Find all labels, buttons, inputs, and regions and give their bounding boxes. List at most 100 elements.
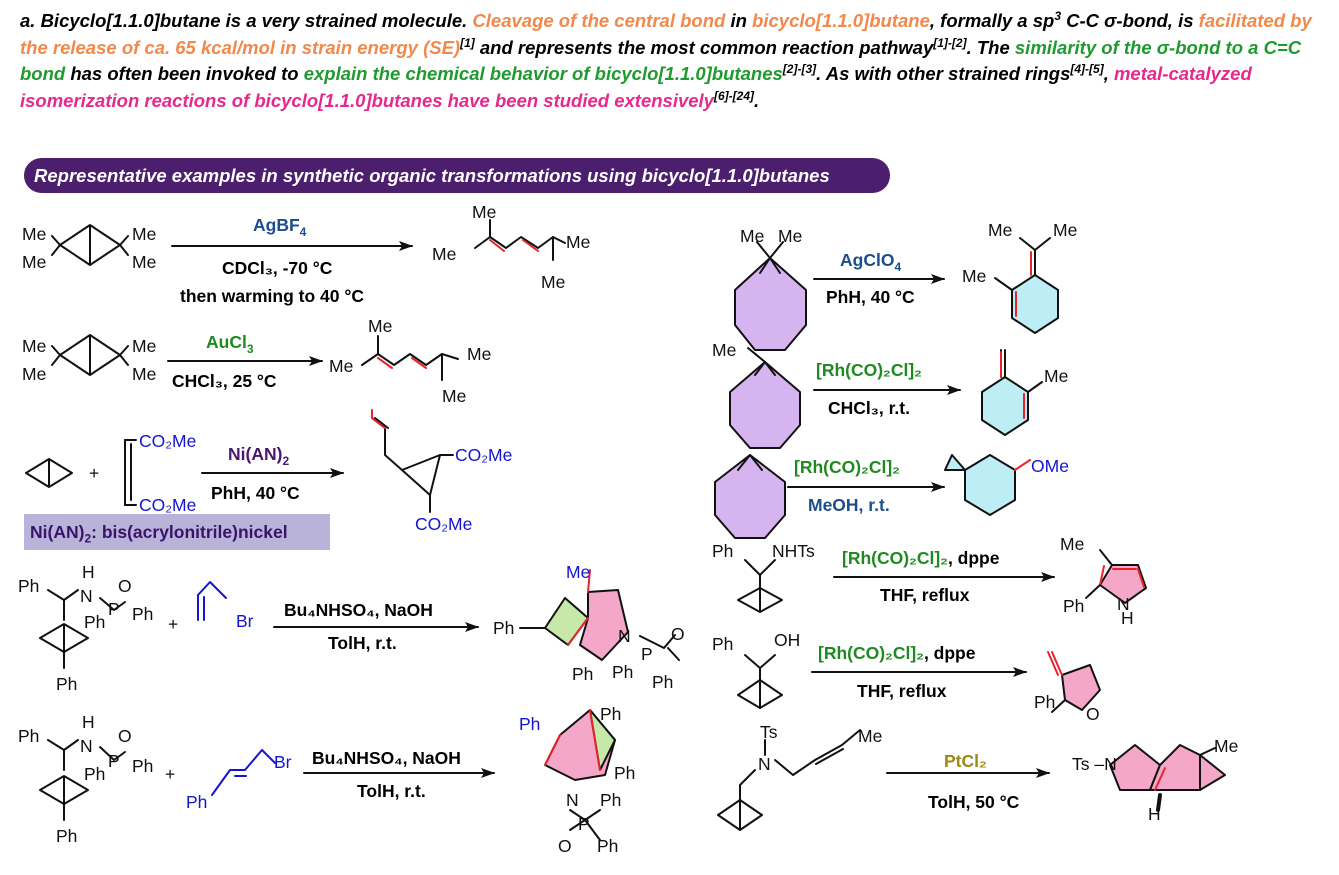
r10-product-dihydrofuran <box>1047 651 1101 713</box>
r6-product-cyclohexene <box>994 237 1059 334</box>
r3-co2me-label: CO₂Me <box>139 431 196 451</box>
section-banner: Representative examples in synthetic org… <box>24 158 890 193</box>
r4-ph-label: Ph <box>18 576 39 596</box>
r4-br-label: Br <box>236 611 254 631</box>
r5-product-ph-label: Ph <box>600 790 621 810</box>
r11-substrate <box>717 729 861 831</box>
r3-co2me-label: CO₂Me <box>139 495 196 515</box>
r5-product-ph-label: Ph <box>600 704 621 724</box>
intro-paragraph: a. Bicyclo[1.1.0]butane is a very strain… <box>20 8 1325 114</box>
note-abbr: Ni(AN) <box>30 522 85 542</box>
r11-product-me-label: Me <box>1214 736 1238 756</box>
intro-citation: 3 <box>1054 8 1061 23</box>
r11-product-tsn-label: Ts –N <box>1072 754 1117 774</box>
r10-product-o-label: O <box>1086 704 1100 724</box>
r5-cinnamyl-bromide <box>211 749 276 796</box>
intro-segment: , formally a sp <box>929 10 1055 31</box>
r10-condition: THF, reflux <box>857 681 947 701</box>
r8-product-ome-label: OMe <box>1031 456 1069 476</box>
r5-ph-label: Ph <box>84 764 105 784</box>
r2-product-me-label: Me <box>368 316 392 336</box>
r8-substrate-tricycle <box>714 454 786 539</box>
r4-product-spirocycle <box>519 569 680 661</box>
r1-me-label: Me <box>132 224 156 244</box>
r4-allyl-bromide <box>197 581 227 621</box>
r4-o-label: O <box>118 576 132 596</box>
r7-product-me-label: Me <box>1044 366 1068 386</box>
r4-product-ph-label: Ph <box>612 662 633 682</box>
r4-product-ph-label: Ph <box>652 672 673 692</box>
r5-product-o-label: O <box>558 836 572 856</box>
r9-nhts-label: NHTs <box>772 541 815 561</box>
r3-product-co2me-label: CO₂Me <box>415 514 472 534</box>
r5-ph-label: Ph <box>56 826 77 846</box>
r9-product-h-label: H <box>1121 608 1134 628</box>
r1-product-me-label: Me <box>541 272 565 292</box>
r9-ph-label: Ph <box>712 541 733 561</box>
r4-ph-label: Ph <box>84 612 105 632</box>
r5-ph-label: Ph <box>18 726 39 746</box>
r1-condition-2: then warming to 40 °C <box>180 286 364 306</box>
r2-reagent: AuCl3 <box>206 332 254 356</box>
r6-product-me-label: Me <box>988 220 1012 240</box>
r10-product-ph-label: Ph <box>1034 692 1055 712</box>
r5-plus: + <box>165 764 175 784</box>
r1-me-label: Me <box>22 252 46 272</box>
r8-product <box>944 454 1031 516</box>
atom-labels: Me Me Me Me Me Me Me Me Me Me Me Me Me M… <box>18 202 1238 856</box>
r5-product-p-label: P <box>578 814 590 834</box>
r5-ph-label: Ph <box>186 792 207 812</box>
r11-product-tricycle <box>1109 744 1226 812</box>
r9-product-me-label: Me <box>1060 534 1084 554</box>
intro-segment: . <box>754 89 760 111</box>
r1-me-label: Me <box>132 252 156 272</box>
r1-product-me-label: Me <box>472 202 496 222</box>
r6-product-me-label: Me <box>1053 220 1077 240</box>
r3-plus: + <box>89 463 99 483</box>
r3-substrate-bicyclobutane <box>25 458 73 488</box>
r7-me-label: Me <box>712 340 736 360</box>
r1-product-me-label: Me <box>566 232 590 252</box>
r3-substrate-maleate <box>124 439 137 506</box>
r2-substrate-bicyclobutane <box>51 334 129 376</box>
note-abbr-sub: 2 <box>84 531 92 546</box>
r8-reagent: [Rh(CO)₂Cl]₂ <box>794 457 900 477</box>
intro-segment: C-C σ-bond, is <box>1061 10 1199 31</box>
r4-condition: TolH, r.t. <box>328 633 397 653</box>
r9-condition: THF, reflux <box>880 585 970 605</box>
r10-reagent: [Rh(CO)₂Cl]₂, dppe <box>818 643 976 663</box>
r7-reagent: [Rh(CO)₂Cl]₂ <box>816 360 922 380</box>
r1-product-me-label: Me <box>432 244 456 264</box>
intro-segment: a. Bicyclo[1.1.0]butane is a very strain… <box>20 10 473 31</box>
intro-segment: . The <box>966 36 1015 58</box>
r4-product-ph-label: Ph <box>572 664 593 684</box>
r4-product-me-label: Me <box>566 562 590 582</box>
r11-me-label: Me <box>858 726 882 746</box>
r5-product-ph-label: Ph <box>519 714 540 734</box>
r2-me-label: Me <box>132 336 156 356</box>
r5-reagent: Bu₄NHSO₄, NaOH <box>312 748 461 768</box>
r5-h-label: H <box>82 712 95 732</box>
r5-n-label: N <box>80 736 93 756</box>
intro-segment: has often been invoked to <box>65 63 304 84</box>
r6-me-label: Me <box>740 226 764 246</box>
r5-product-bicycle <box>544 709 616 841</box>
r7-substrate-tricycle <box>729 347 801 449</box>
r4-reagent: Bu₄NHSO₄, NaOH <box>284 600 433 620</box>
reaction-conditions: AgBF4 CDCl₃, -70 °C then warming to 40 °… <box>172 215 1020 812</box>
r5-product-ph-label: Ph <box>597 836 618 856</box>
r4-p-label: P <box>108 599 120 619</box>
r4-product-ph-label: Ph <box>493 618 514 638</box>
r5-substrate <box>39 739 126 821</box>
r11-product-h-label: H <box>1148 804 1161 824</box>
r5-br-label: Br <box>274 752 292 772</box>
r9-product-pyrrole <box>1085 549 1147 604</box>
intro-segment: bicyclo[1.1.0]butane <box>752 10 930 31</box>
r2-product-me-label: Me <box>329 356 353 376</box>
r10-substrate <box>737 654 783 709</box>
r4-n-label: N <box>80 586 93 606</box>
r10-oh-label: OH <box>774 630 800 650</box>
r8-condition: MeOH, r.t. <box>808 495 890 515</box>
r2-condition: CHCl₃, 25 °C <box>172 371 277 391</box>
r4-plus: + <box>168 614 178 634</box>
